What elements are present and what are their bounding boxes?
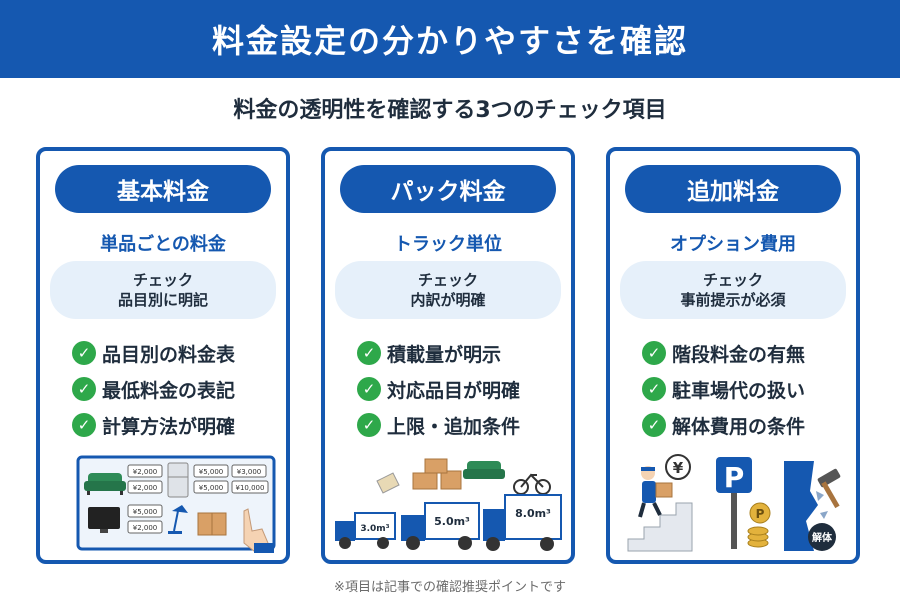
card-pack-fee: パック料金 トラック単位 チェック 内訳が明確 ✓ 積載量が明示 ✓ 対応品目が…: [321, 147, 575, 564]
refrigerator-icon: [167, 462, 189, 498]
demolition-badge: 解体: [808, 523, 836, 551]
check-point-box: チェック 内訳が明確: [335, 261, 561, 319]
check-circle-icon: ✓: [642, 341, 666, 365]
list-item: ✓ 最低料金の表記: [72, 371, 282, 407]
stairs-icon: [627, 502, 693, 552]
worker-carrying-box-icon: [638, 466, 673, 518]
list-item-label: 品目別の料金表: [102, 343, 236, 366]
truck-large-icon: 8.0m³: [483, 494, 562, 551]
page-subtitle: 料金の透明性を確認する3つのチェック項目: [233, 98, 667, 123]
check-circle-icon: ✓: [72, 341, 96, 365]
check-text: 品目別に明記: [117, 291, 208, 309]
list-item-label: 上限・追加条件: [387, 415, 521, 438]
price-tag-icon: ¥5,000: [193, 480, 229, 494]
bicycle-icon: [513, 473, 551, 495]
page-title: 料金設定の分かりやすさを確認: [211, 22, 688, 60]
svg-text:¥5,000: ¥5,000: [199, 468, 224, 476]
list-item: ✓ 対応品目が明確: [357, 371, 567, 407]
parking-sign-icon: P: [716, 457, 752, 549]
check-label: チェック: [132, 270, 193, 289]
price-tag-icon: ¥5,000: [193, 464, 229, 478]
list-item: ✓ 計算方法が明確: [72, 407, 282, 443]
sofa-icon: [84, 473, 126, 495]
television-icon: [88, 507, 120, 533]
header-banner: 料金設定の分かりやすさを確認: [0, 0, 900, 78]
card-title: パック料金: [340, 165, 556, 213]
list-item-label: 最低料金の表記: [102, 379, 236, 402]
svg-text:5.0m³: 5.0m³: [434, 515, 470, 528]
hammer-icon: [817, 468, 841, 509]
check-circle-icon: ✓: [357, 341, 381, 365]
list-item-label: 解体費用の条件: [672, 415, 806, 438]
card-title: 基本料金: [55, 165, 271, 213]
check-list: ✓ 積載量が明示 ✓ 対応品目が明確 ✓ 上限・追加条件: [357, 335, 567, 443]
price-tag-icon: ¥5,000: [127, 504, 163, 518]
list-item: ✓ 積載量が明示: [357, 335, 567, 371]
list-item-label: 計算方法が明確: [102, 415, 236, 438]
card-additional-fee: 追加料金 オプション費用 チェック 事前提示が必須 ✓ 階段料金の有無 ✓ 駐車…: [606, 147, 860, 564]
cardboard-box-icon: [197, 512, 227, 536]
sofa-icon: [463, 461, 505, 479]
card-tagline: 単品ごとの料金: [100, 234, 226, 255]
card-tagline: トラック単位: [394, 234, 502, 255]
list-item-label: 対応品目が明確: [387, 379, 521, 402]
svg-text:¥3,000: ¥3,000: [237, 468, 262, 476]
list-item: ✓ 解体費用の条件: [642, 407, 852, 443]
furniture-price-board-illustration: ¥2,000 ¥2,000 ¥5,000 ¥3,000 ¥5,000 ¥10,0…: [76, 455, 276, 553]
pointing-hand-icon: [243, 508, 274, 553]
check-circle-icon: ✓: [642, 413, 666, 437]
list-item-label: 階段料金の有無: [672, 343, 806, 366]
cargo-boxes-icon: [376, 458, 462, 494]
stairs-parking-demolition-illustration: ¥ P P 解体: [627, 454, 841, 552]
truck-small-icon: 3.0m³: [335, 512, 396, 549]
svg-text:P: P: [724, 461, 745, 494]
list-item-label: 駐車場代の扱い: [672, 379, 806, 402]
list-item-label: 積載量が明示: [387, 343, 502, 366]
card-tagline: オプション費用: [670, 234, 796, 255]
check-text: 内訳が明確: [410, 291, 486, 309]
check-label: チェック: [702, 270, 763, 289]
svg-text:¥5,000: ¥5,000: [133, 508, 158, 516]
list-item: ✓ 駐車場代の扱い: [642, 371, 852, 407]
svg-text:解体: 解体: [812, 531, 833, 544]
check-list: ✓ 品目別の料金表 ✓ 最低料金の表記 ✓ 計算方法が明確: [72, 335, 282, 443]
svg-text:¥: ¥: [673, 459, 684, 477]
price-tag-icon: ¥2,000: [127, 464, 163, 478]
price-tag-icon: ¥3,000: [231, 464, 267, 478]
svg-text:¥5,000: ¥5,000: [199, 484, 224, 492]
truck-medium-icon: 5.0m³: [401, 502, 480, 550]
svg-text:¥10,000: ¥10,000: [236, 484, 265, 492]
yen-coin-icon: ¥: [665, 454, 691, 480]
price-tag-icon: ¥2,000: [127, 480, 163, 494]
svg-text:¥2,000: ¥2,000: [133, 468, 158, 476]
coin-stack-icon: P: [747, 502, 771, 548]
list-item: ✓ 上限・追加条件: [357, 407, 567, 443]
check-list: ✓ 階段料金の有無 ✓ 駐車場代の扱い ✓ 解体費用の条件: [642, 335, 852, 443]
svg-text:¥2,000: ¥2,000: [133, 484, 158, 492]
svg-text:3.0m³: 3.0m³: [360, 524, 389, 534]
price-tag-icon: ¥10,000: [231, 480, 269, 494]
list-item: ✓ 品目別の料金表: [72, 335, 282, 371]
svg-text:¥2,000: ¥2,000: [133, 524, 158, 532]
broken-wall-icon: [784, 461, 828, 551]
list-item: ✓ 階段料金の有無: [642, 335, 852, 371]
check-circle-icon: ✓: [72, 377, 96, 401]
footnote: ※項目は記事での確認推奨ポイントです: [334, 580, 566, 595]
check-circle-icon: ✓: [72, 413, 96, 437]
check-circle-icon: ✓: [357, 413, 381, 437]
check-point-box: チェック 事前提示が必須: [620, 261, 846, 319]
svg-text:8.0m³: 8.0m³: [515, 507, 551, 520]
trucks-illustration: 3.0m³ 5.0m³ 8.0m³: [335, 458, 562, 551]
check-point-box: チェック 品目別に明記: [50, 261, 276, 319]
check-circle-icon: ✓: [357, 377, 381, 401]
card-title: 追加料金: [625, 165, 841, 213]
price-tag-icon: ¥2,000: [127, 520, 163, 534]
svg-text:P: P: [756, 507, 765, 521]
card-basic-fee: 基本料金 単品ごとの料金 チェック 品目別に明記 ✓ 品目別の料金表 ✓ 最低料…: [36, 147, 290, 564]
check-label: チェック: [417, 270, 478, 289]
check-circle-icon: ✓: [642, 377, 666, 401]
desk-lamp-icon: [168, 505, 188, 534]
check-text: 事前提示が必須: [680, 291, 786, 309]
